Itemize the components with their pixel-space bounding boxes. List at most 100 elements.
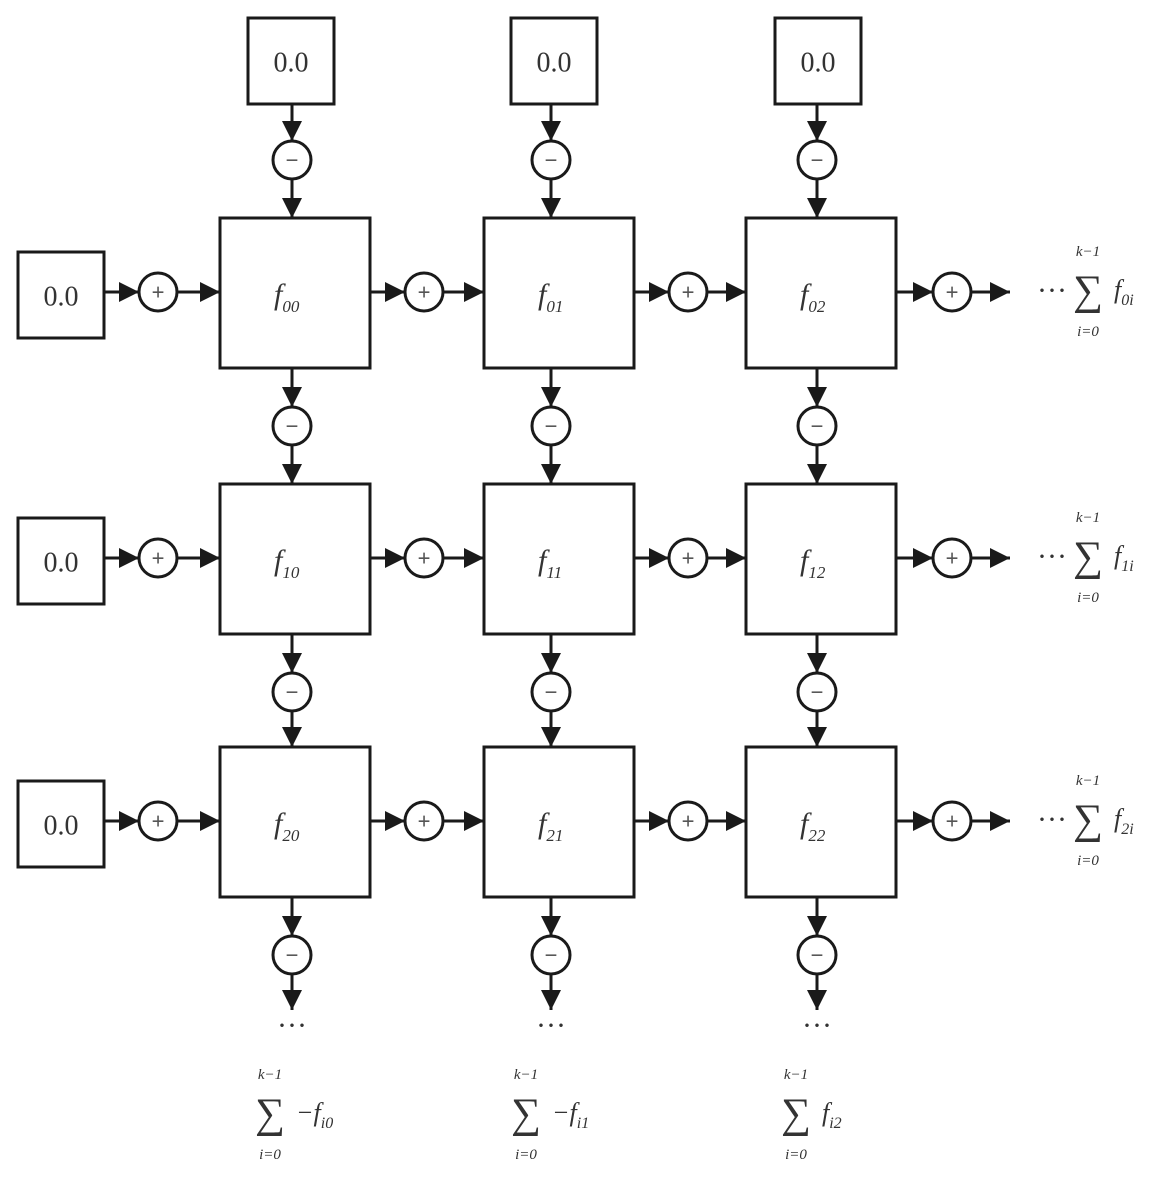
arrowhead-icon: [726, 548, 746, 568]
sum-term-subscript: 0i: [1121, 292, 1133, 309]
cell-label-subscript: 21: [546, 826, 563, 845]
arrowhead-icon: [200, 548, 220, 568]
arrowhead-icon: [807, 121, 827, 141]
cell-label-subscript: 00: [282, 297, 300, 316]
plus-node: +: [667, 537, 709, 579]
sum-term-sign: −: [296, 1098, 314, 1127]
cell-box: [482, 216, 636, 370]
sum-lower-limit: i=0: [1077, 590, 1099, 606]
cell-f00: f00: [218, 216, 372, 370]
arrowhead-icon: [541, 464, 561, 484]
operator-symbol: −: [811, 414, 824, 439]
cell-f11: f11: [482, 482, 636, 636]
cell-label: f12: [800, 544, 826, 582]
operator-symbol: +: [418, 280, 431, 305]
minus-node: −: [271, 139, 313, 181]
arrowhead-icon: [990, 282, 1010, 302]
operator-symbol: −: [286, 414, 299, 439]
sum-term-base: f: [1114, 541, 1125, 570]
sum-upper-limit: k−1: [784, 1067, 808, 1083]
cell-label-subscript: 10: [282, 563, 300, 582]
arrowhead-icon: [807, 464, 827, 484]
arrowhead-icon: [282, 387, 302, 407]
arrowhead-icon: [541, 916, 561, 936]
sum-upper-limit: k−1: [1076, 773, 1100, 789]
arrowhead-icon: [807, 387, 827, 407]
arrowhead-icon: [385, 282, 405, 302]
sum-term-base: f: [1114, 275, 1125, 304]
arrowhead-icon: [649, 282, 669, 302]
arrowhead-icon: [541, 387, 561, 407]
ellipsis: ···: [536, 1009, 566, 1042]
arrowhead-icon: [726, 811, 746, 831]
sum-lower-limit: i=0: [1077, 324, 1099, 340]
operator-symbol: −: [545, 414, 558, 439]
sum-term-base: f: [570, 1098, 581, 1127]
arrowhead-icon: [200, 811, 220, 831]
sum-term-base: f: [1114, 804, 1125, 833]
arrowhead-icon: [913, 282, 933, 302]
plus-node: +: [403, 271, 445, 313]
row-input-box-0: 0.0: [16, 250, 106, 340]
operator-symbol: −: [811, 148, 824, 173]
cell-f22: f22: [744, 745, 898, 899]
operator-symbol: +: [946, 809, 959, 834]
arrowhead-icon: [464, 548, 484, 568]
column-output-sum-0: k−1∑i=0−fi0: [255, 1067, 333, 1163]
operator-symbol: −: [811, 943, 824, 968]
input-box: [16, 779, 106, 869]
arrowhead-icon: [807, 198, 827, 218]
cell-label-subscript: 02: [808, 297, 826, 316]
input-value: 0.0: [274, 48, 309, 79]
sum-term: −fi1: [552, 1098, 589, 1132]
ellipsis: ···: [1037, 540, 1067, 573]
arrowhead-icon: [282, 198, 302, 218]
sum-upper-limit: k−1: [1076, 510, 1100, 526]
operator-symbol: +: [682, 280, 695, 305]
operator-symbol: +: [946, 280, 959, 305]
cell-box: [218, 482, 372, 636]
ellipsis: ···: [1037, 803, 1067, 836]
cell-box: [218, 745, 372, 899]
cell-box: [744, 745, 898, 899]
arrowhead-icon: [913, 811, 933, 831]
cell-box: [482, 482, 636, 636]
sum-term-base: f: [822, 1098, 833, 1127]
input-box: [509, 16, 599, 106]
sum-term-base: f: [314, 1098, 325, 1127]
operator-symbol: +: [152, 809, 165, 834]
sum-lower-limit: i=0: [515, 1147, 537, 1163]
ellipsis: ···: [1037, 274, 1067, 307]
minus-node: −: [796, 405, 838, 447]
cell-label-subscript: 01: [546, 297, 563, 316]
arrowhead-icon: [807, 990, 827, 1010]
minus-node: −: [530, 139, 572, 181]
cell-f20: f20: [218, 745, 372, 899]
arrowhead-icon: [649, 548, 669, 568]
plus-node: +: [667, 271, 709, 313]
sum-symbol: ∑: [1073, 268, 1103, 314]
arrowhead-icon: [807, 916, 827, 936]
sum-symbol: ∑: [781, 1091, 811, 1137]
input-box: [16, 516, 106, 606]
operator-symbol: +: [946, 546, 959, 571]
plus-node: +: [931, 537, 973, 579]
minus-node: −: [271, 405, 313, 447]
arrowhead-icon: [649, 811, 669, 831]
arrowhead-icon: [913, 548, 933, 568]
minus-node: −: [530, 671, 572, 713]
arrowhead-icon: [541, 727, 561, 747]
operator-symbol: −: [545, 680, 558, 705]
sum-term-subscript: i1: [577, 1115, 589, 1132]
sum-term: fi2: [822, 1098, 842, 1132]
row-input-box-1: 0.0: [16, 516, 106, 606]
sum-symbol: ∑: [1073, 797, 1103, 843]
cell-label-subscript: 12: [808, 563, 826, 582]
sum-term: f1i: [1114, 541, 1134, 575]
arrowhead-icon: [385, 548, 405, 568]
arrowhead-icon: [464, 811, 484, 831]
arrowhead-icon: [990, 811, 1010, 831]
cell-f01: f01: [482, 216, 636, 370]
